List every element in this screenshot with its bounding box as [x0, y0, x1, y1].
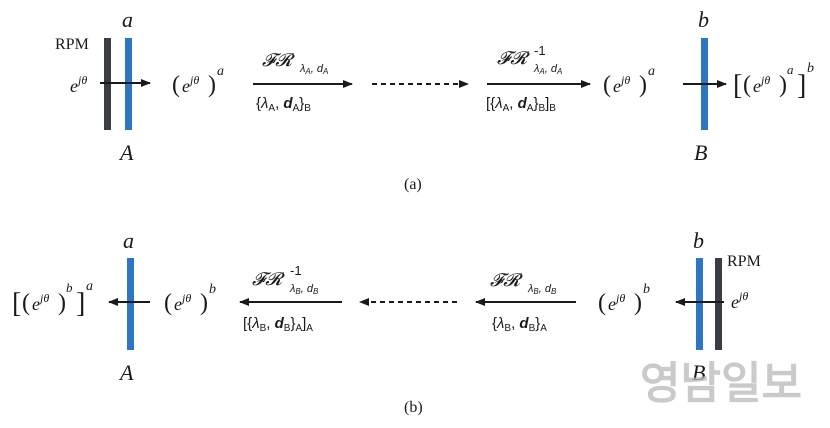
svg-text:a: a: [787, 62, 794, 77]
svg-text:]: ]: [76, 288, 85, 319]
caption-a: (a): [404, 176, 422, 193]
svg-text:(: (: [598, 290, 606, 316]
svg-text:λB, dB: λB, dB: [527, 283, 557, 296]
svg-text:-1: -1: [290, 263, 302, 278]
svg-text:ejθ: ejθ: [731, 289, 748, 312]
svg-text:): ): [58, 290, 66, 316]
field-after-inverse-a: ( ejθ ) a: [603, 64, 655, 98]
svg-text:{λB, dB}A: {λB, dB}A: [492, 315, 547, 334]
plane-b-bottom-label: B: [694, 140, 707, 165]
plane-right-bottom-label: B: [692, 360, 705, 385]
svg-text:𝓕𝓡: 𝓕𝓡: [262, 50, 295, 70]
field-after-plane-a: ( ejθ ) a: [172, 64, 224, 98]
svg-text:ejθ: ejθ: [174, 291, 191, 314]
rpm-label-b: RPM: [727, 253, 761, 270]
plane-b-blue-b: [696, 258, 703, 350]
svg-text:a: a: [217, 64, 224, 79]
svg-text:ejθ: ejθ: [70, 73, 87, 96]
svg-text:𝓕𝓡: 𝓕𝓡: [490, 270, 523, 290]
svg-text:]: ]: [797, 70, 806, 101]
plane-b-top-label: b: [698, 7, 709, 32]
plane-a-blue-b: [127, 258, 134, 350]
field-after-inverse-b: ( ejθ ) b: [164, 282, 216, 316]
panel-b: [ ( ejθ ) b ] a a A ( ejθ ) b 𝓕𝓡 -1 λB, …: [12, 228, 761, 416]
svg-text:b: b: [643, 282, 650, 297]
svg-text:): ): [200, 290, 208, 316]
svg-text:b: b: [807, 61, 814, 76]
svg-text:ejθ: ejθ: [608, 291, 625, 314]
svg-text:(: (: [22, 290, 30, 316]
svg-text:{λA, dA}B: {λA, dA}B: [256, 95, 311, 114]
svg-text:(: (: [172, 72, 180, 98]
caption-b: (b): [404, 399, 423, 416]
output-field-a: [ ( ejθ ) a ] b: [733, 61, 814, 101]
field-after-plane-b: ( ejθ ) b: [598, 282, 650, 316]
svg-text:[: [: [733, 70, 742, 101]
svg-text:ejθ: ejθ: [613, 73, 630, 96]
svg-text:[: [: [12, 288, 21, 319]
fr-operator-a: 𝓕𝓡 λA, dA {λA, dA}B: [253, 50, 353, 114]
input-field-b: ejθ: [731, 289, 748, 312]
svg-text:a: a: [86, 279, 93, 294]
svg-text:-1: -1: [534, 43, 546, 58]
fr-operator-b: 𝓕𝓡 λB, dB {λB, dB}A: [475, 270, 576, 334]
svg-text:ejθ: ejθ: [32, 291, 49, 314]
plane-right-top-label: b: [693, 228, 704, 253]
svg-text:a: a: [648, 64, 655, 79]
svg-text:(: (: [743, 72, 751, 98]
svg-text:): ): [634, 290, 642, 316]
inverse-fr-operator-a: 𝓕𝓡 -1 λA, dA [{λA, dA}B]B: [486, 43, 591, 114]
rpm-plate-b: [715, 258, 722, 350]
svg-text:𝓕𝓡: 𝓕𝓡: [252, 269, 285, 289]
rpm-label-a: RPM: [55, 36, 89, 53]
watermark: 영남일보: [640, 358, 802, 409]
svg-text:λA, dA: λA, dA: [533, 63, 562, 76]
panel-a: RPM a A ejθ ( ejθ ) a 𝓕𝓡 λA, dA {λA, dA}…: [55, 7, 814, 193]
input-field-a: ejθ: [70, 73, 87, 96]
svg-text:b: b: [209, 282, 216, 297]
svg-text:[{λA, dA}B]B: [{λA, dA}B]B: [486, 95, 556, 114]
plane-left-bottom-label: A: [118, 360, 134, 385]
svg-text:): ): [208, 72, 216, 98]
svg-text:b: b: [66, 280, 73, 295]
plane-a-top-label: a: [122, 7, 133, 32]
svg-text:): ): [639, 72, 647, 98]
output-field-b: [ ( ejθ ) b ] a: [12, 279, 93, 319]
plane-a-bottom-label: A: [118, 140, 134, 165]
plane-left-top-label: a: [123, 228, 134, 253]
svg-text:(: (: [603, 72, 611, 98]
inverse-fr-operator-b: 𝓕𝓡 -1 λB, dB [{λB, dB}A]A: [239, 263, 342, 334]
svg-text:λA, dA: λA, dA: [299, 63, 328, 76]
svg-text:[{λB, dB}A]A: [{λB, dB}A]A: [243, 315, 313, 334]
svg-text:𝓕𝓡: 𝓕𝓡: [497, 48, 530, 68]
svg-text:ejθ: ejθ: [182, 73, 199, 96]
svg-text:): ): [779, 72, 787, 98]
svg-text:(: (: [164, 290, 172, 316]
svg-text:λB, dB: λB, dB: [289, 283, 319, 296]
svg-text:ejθ: ejθ: [753, 73, 770, 96]
